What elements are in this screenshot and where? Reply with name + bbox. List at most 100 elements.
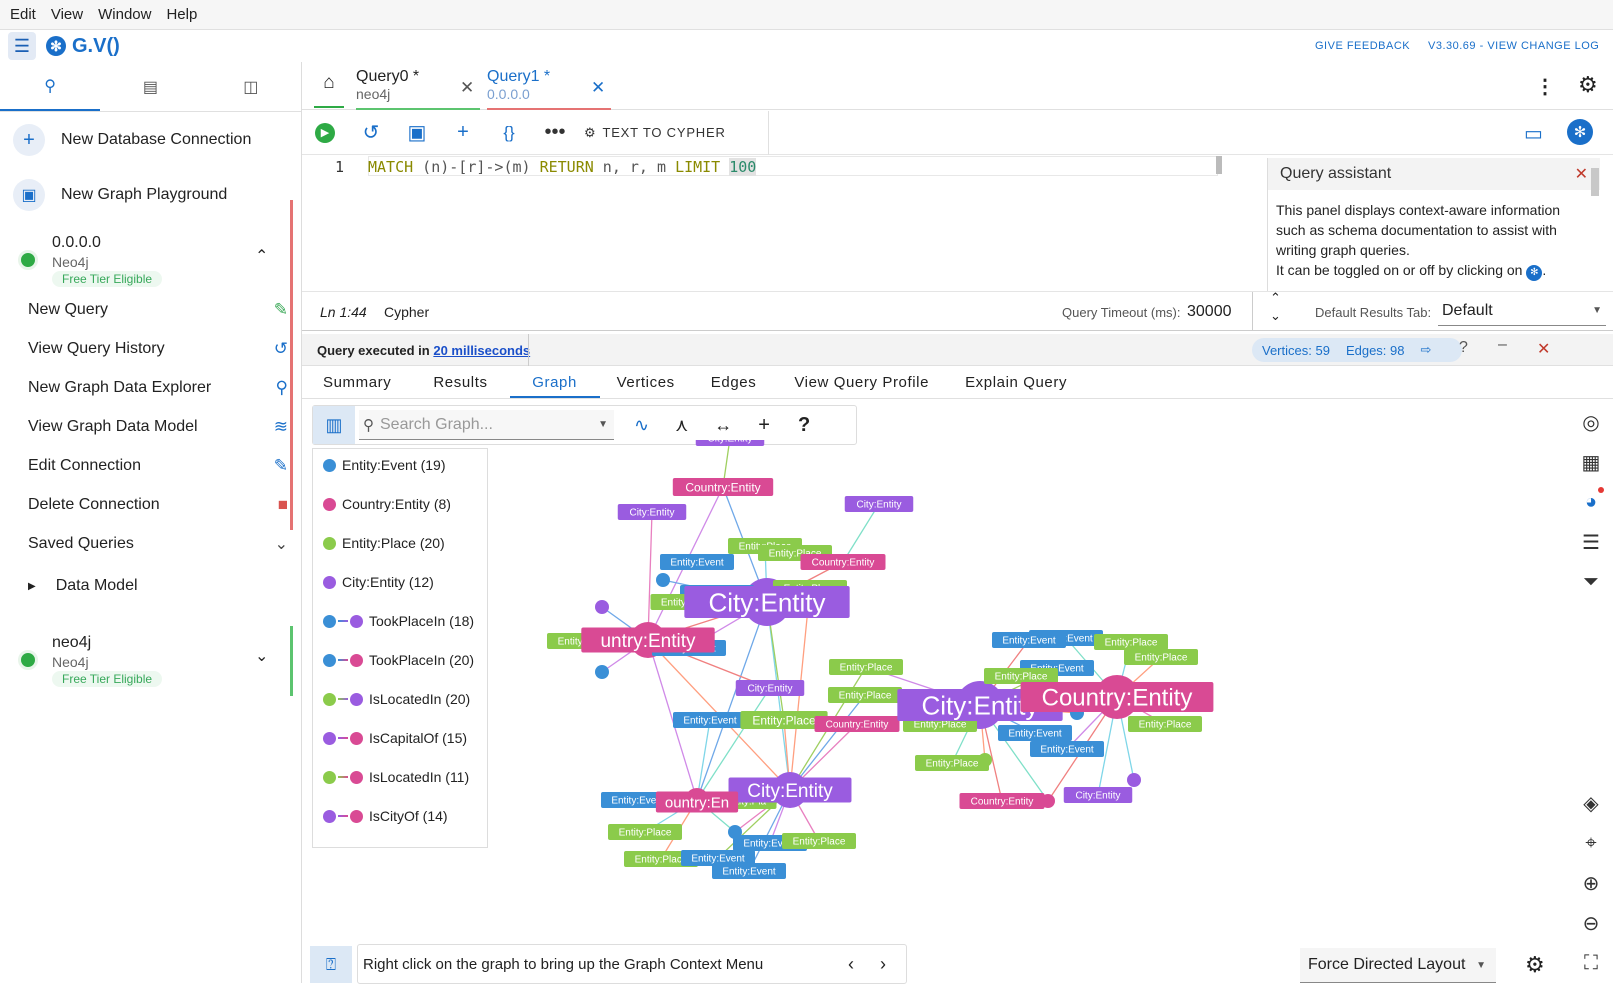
close-icon[interactable]: ✕ (1537, 341, 1551, 358)
menu-window[interactable]: Window (98, 6, 152, 23)
timeout-input[interactable]: 30000 (1187, 303, 1232, 320)
connection-neo4j[interactable]: neo4j Neo4j Free Tier Eligible ⌄ (0, 632, 300, 688)
tab-documents[interactable]: ▤ (100, 62, 200, 111)
layout-settings-gear-icon[interactable]: ⚙ (1525, 952, 1545, 977)
legend-item[interactable]: TookPlaceIn (20) (323, 652, 474, 668)
stepper-down-icon[interactable]: ⌄ (1270, 308, 1281, 323)
sidebar-item-new-query[interactable]: New Query ✎ (28, 300, 288, 320)
close-icon[interactable]: ✕ (1574, 166, 1588, 183)
sidebar-item-view-query-history[interactable]: View Query History ↺ (28, 339, 288, 359)
help-panel-icon[interactable]: ⍰ (310, 946, 352, 983)
graph-node-label[interactable]: Entity:Event (992, 632, 1066, 648)
graph-node-city[interactable] (1127, 773, 1141, 787)
graph-edge[interactable] (842, 503, 880, 563)
sidebar-item-view-graph-data-model[interactable]: View Graph Data Model ≋ (28, 417, 288, 437)
chevron-left-icon[interactable]: ‹ (848, 953, 854, 974)
text-to-cypher-button[interactable]: ⚙ TEXT TO CYPHER (584, 125, 726, 141)
fullscreen-icon[interactable]: ⛶ (1584, 951, 1598, 974)
tab-edges[interactable]: Edges (710, 374, 757, 391)
graph-edge[interactable] (696, 601, 768, 801)
graph-node-event[interactable] (595, 665, 609, 679)
more-vert-icon[interactable]: ⋮ (1535, 76, 1555, 98)
tab-query1[interactable]: Query1 * 0.0.0.0 ✕ (487, 68, 611, 110)
graph-node-label[interactable]: Entity:Place (1094, 634, 1168, 650)
graph-node-label[interactable]: Entity:Place (740, 711, 828, 729)
sidebar-item-delete-connection[interactable]: Delete Connection ■ (28, 495, 288, 515)
map-icon[interactable]: ▥ (313, 406, 355, 444)
arrows-horizontal-icon[interactable]: ↔ (714, 414, 733, 435)
layout-select[interactable]: Force Directed Layout ▼ (1300, 948, 1496, 983)
help-icon[interactable]: ? (797, 413, 811, 436)
connection-0000[interactable]: 0.0.0.0 Neo4j Free Tier Eligible ⌃ (0, 232, 300, 288)
graph-node-label[interactable]: Entity:Event (681, 850, 755, 866)
sidebar-item-edit-connection[interactable]: Edit Connection ✎ (28, 456, 288, 476)
export-icon[interactable]: ⇨ (1420, 342, 1432, 357)
graph-edge[interactable] (696, 687, 771, 801)
legend-item[interactable]: Country:Entity (8) (323, 496, 451, 512)
search-graph-input[interactable]: ⚲ Search Graph... ▼ (359, 410, 614, 440)
tab-history[interactable]: ◫ (201, 62, 301, 111)
minimize-icon[interactable]: – (1498, 336, 1507, 353)
tab-query0[interactable]: Query0 * neo4j ✕ (356, 68, 480, 110)
graph-node-label[interactable]: City:Entity (1063, 787, 1133, 803)
close-tab-icon[interactable]: ✕ (591, 78, 606, 97)
graph-node-label[interactable]: Entity:Place (782, 833, 856, 849)
graph-node-label[interactable]: Entity:Event (998, 725, 1072, 741)
plus-icon[interactable]: + (758, 413, 770, 436)
graph-node-label[interactable]: Entity:Place (1128, 716, 1202, 732)
sidebar-item-new-graph-data-explorer[interactable]: New Graph Data Explorer ⚲ (28, 378, 288, 398)
graph-hub-label[interactable]: Country:Entity (1020, 682, 1214, 712)
version-link[interactable]: V3.30.69 - VIEW CHANGE LOG (1428, 40, 1600, 52)
graph-node-label[interactable]: Country:Entity (672, 478, 774, 496)
graph-node-city[interactable] (595, 600, 609, 614)
editor-scrollbar[interactable] (1216, 156, 1222, 174)
hamburger-menu-icon[interactable]: ☰ (8, 32, 36, 60)
format-button[interactable]: {} (486, 123, 532, 143)
run-query-button[interactable]: ▶ (302, 122, 348, 143)
home-icon[interactable]: ⌂ (314, 72, 344, 108)
legend-item[interactable]: IsCityOf (14) (323, 808, 448, 824)
add-button[interactable]: + (440, 121, 486, 144)
graph-node-label[interactable]: Entity:Place (915, 755, 989, 771)
graph-node-label[interactable]: Country:Entity (800, 554, 886, 570)
graph-edge[interactable] (647, 639, 698, 801)
layers-icon[interactable]: ◈ (1583, 792, 1599, 815)
menu-edit[interactable]: Edit (10, 6, 36, 23)
palette-icon[interactable]: ◕ (1576, 487, 1606, 517)
table-icon[interactable]: ▦ (1581, 451, 1601, 474)
tab-view-query-profile[interactable]: View Query Profile (794, 374, 930, 391)
graph-node-label[interactable]: Entity:Place (1124, 649, 1198, 665)
graph-node-label[interactable]: Entity:Place (828, 687, 902, 703)
chevron-up-icon[interactable]: ⌃ (255, 248, 269, 265)
data-model-tree-item[interactable]: ▶ Data Model (0, 577, 300, 595)
close-tab-icon[interactable]: ✕ (460, 78, 475, 97)
chevron-down-icon[interactable]: ⌄ (255, 648, 269, 665)
graph-edge[interactable] (696, 719, 711, 801)
graph-node-label[interactable]: Entity:Place (984, 668, 1058, 684)
tab-vertices[interactable]: Vertices (616, 374, 675, 391)
sliders-icon[interactable]: ☰ (1582, 531, 1600, 554)
locate-icon[interactable]: ◎ (1582, 411, 1600, 434)
execution-time-link[interactable]: 20 milliseconds (433, 343, 531, 358)
tab-connections[interactable]: ⚲ (0, 62, 101, 111)
assistant-scrollbar[interactable] (1591, 168, 1599, 196)
graph-node-label[interactable]: Entity:Event (660, 554, 734, 570)
graph-node-label[interactable]: City:Entity (617, 504, 687, 520)
give-feedback-link[interactable]: GIVE FEEDBACK (1315, 40, 1411, 52)
save-button[interactable]: ▣ (394, 120, 440, 145)
tab-explain-query[interactable]: Explain Query (965, 374, 1068, 391)
graph-node-label[interactable]: Country:Entity (959, 793, 1045, 809)
default-tab-select[interactable]: Default ▼ (1438, 296, 1606, 326)
legend-item[interactable]: TookPlaceIn (18) (323, 613, 474, 629)
legend-item[interactable]: IsCapitalOf (15) (323, 730, 467, 746)
filter-icon[interactable]: ⏷ (1583, 570, 1599, 593)
graph-node-label[interactable]: Country:Entity (814, 716, 900, 732)
graph-hub-label[interactable]: ountry:En (655, 791, 739, 813)
graph-node-label[interactable]: Entity:Place (624, 851, 698, 867)
graph-node-label[interactable]: Entity:Event (1030, 741, 1104, 757)
focus-icon[interactable]: ⌖ (1585, 831, 1597, 854)
stepper-up-icon[interactable]: ⌃ (1270, 290, 1281, 305)
tab-summary[interactable]: Summary (323, 374, 392, 391)
settings-gear-icon[interactable]: ⚙ (1578, 72, 1598, 97)
help-icon[interactable]: ? (1459, 339, 1468, 356)
